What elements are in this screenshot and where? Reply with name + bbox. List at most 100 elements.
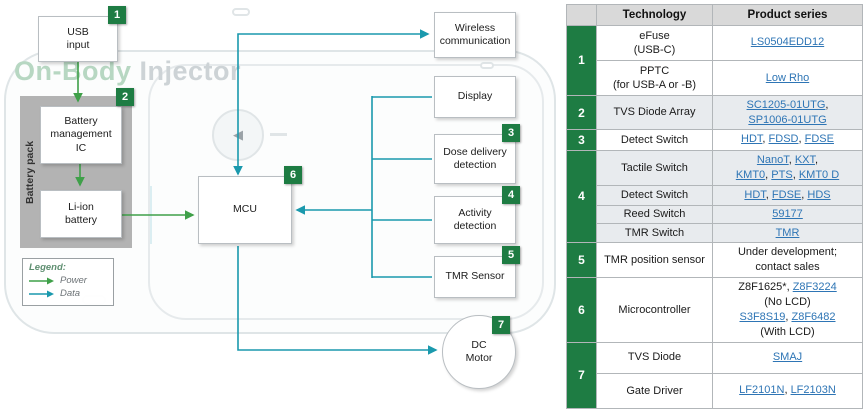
product-link[interactable]: SC1205-01UTG xyxy=(746,98,826,111)
header-product-series: Product series xyxy=(712,4,863,26)
product-text: contact sales xyxy=(755,260,820,273)
product-link[interactable]: TMR xyxy=(775,226,800,239)
block-diagram: ◀ On-Body Injector Battery pack xyxy=(4,6,556,389)
product-link[interactable]: HDT xyxy=(741,133,763,146)
product-link[interactable]: LF2101N xyxy=(739,384,785,397)
tech-cell: PPTC (for USB-A or -B) xyxy=(596,59,713,97)
badge-4: 4 xyxy=(502,186,520,204)
badge-6: 6 xyxy=(284,166,302,184)
product-text: , xyxy=(765,168,772,181)
node-bms-label: Battery management IC xyxy=(50,115,112,154)
node-li-ion-battery: Li-ion battery xyxy=(40,190,122,238)
node-activity-label: Activity detection xyxy=(453,206,497,232)
badge-3: 3 xyxy=(502,124,520,142)
node-wireless-label: Wireless communication xyxy=(439,21,511,47)
group-number-5: 5 xyxy=(566,241,597,279)
product-table-panel: Technology Product series 1 eFuse (USB-C… xyxy=(566,4,863,410)
product-cell: HDT, FDSD, FDSE xyxy=(712,128,863,151)
device-slot xyxy=(232,8,250,16)
product-text: , xyxy=(762,133,769,146)
product-text: Under development; xyxy=(737,246,838,259)
badge-1: 1 xyxy=(108,6,126,24)
tech-cell: TVS Diode xyxy=(596,341,713,374)
tech-cell: TMR Switch xyxy=(596,223,713,243)
node-dose-label: Dose delivery detection xyxy=(443,145,507,171)
node-battery-management-ic: Battery management IC xyxy=(40,106,122,164)
product-link[interactable]: FDSE xyxy=(771,188,802,201)
node-display-label: Display xyxy=(457,90,493,103)
product-cell: Low Rho xyxy=(712,59,863,97)
product-cell: TMR xyxy=(712,223,863,243)
node-mcu: MCU xyxy=(198,176,292,244)
product-link[interactable]: Z8F6482 xyxy=(791,310,836,323)
tech-cell: TVS Diode Array xyxy=(596,95,713,130)
node-activity-detection: Activity detection xyxy=(434,196,516,244)
product-link[interactable]: FDSE xyxy=(804,133,834,146)
product-link[interactable]: Z8F3224 xyxy=(792,281,837,294)
product-text: , xyxy=(785,310,792,323)
product-text: , xyxy=(825,98,829,111)
node-motor-label: DC Motor xyxy=(465,338,493,364)
device-needle xyxy=(150,186,152,244)
product-text: , xyxy=(801,188,808,201)
group-number-4: 4 xyxy=(566,149,597,243)
header-corner xyxy=(566,4,597,26)
tech-cell: Detect Switch xyxy=(596,184,713,206)
product-link[interactable]: PTS xyxy=(771,168,793,181)
node-dose-delivery-detection: Dose delivery detection xyxy=(434,134,516,184)
legend-data-label: Data xyxy=(60,288,81,299)
product-cell: SC1205-01UTG, SP1006-01UTG xyxy=(712,95,863,130)
product-cell: NanoT, KXT,KMT0, PTS, KMT0 D xyxy=(712,149,863,186)
product-cell: LF2101N, LF2103N xyxy=(712,372,863,410)
product-text: Z8F1625*, xyxy=(738,281,793,294)
product-link[interactable]: 59177 xyxy=(772,207,803,220)
product-cell: Z8F1625*, Z8F3224(No LCD) S3F8S19, Z8F648… xyxy=(712,277,863,343)
legend: Legend: Power Data xyxy=(22,258,114,306)
product-link[interactable]: KXT xyxy=(794,153,816,166)
product-link[interactable]: KMT0 xyxy=(735,168,766,181)
battery-pack-label: Battery pack xyxy=(24,140,36,204)
header-technology: Technology xyxy=(596,4,713,26)
tech-cell: Reed Switch xyxy=(596,204,713,225)
product-text: , xyxy=(815,153,819,166)
group-number-6: 6 xyxy=(566,277,597,343)
product-link[interactable]: LF2103N xyxy=(790,384,836,397)
node-usb-input: USB input xyxy=(38,16,118,62)
tech-cell: Tactile Switch xyxy=(596,149,713,186)
product-cell: HDT, FDSE, HDS xyxy=(712,184,863,206)
product-text: (No LCD) xyxy=(764,295,811,308)
group-number-7: 7 xyxy=(566,341,597,410)
power-arrow-icon xyxy=(29,277,54,284)
legend-title: Legend: xyxy=(29,262,66,273)
product-text: (With LCD) xyxy=(760,325,815,338)
product-link[interactable]: HDT xyxy=(744,188,766,201)
product-link[interactable]: KMT0 D xyxy=(798,168,840,181)
tech-cell: TMR position sensor xyxy=(596,241,713,279)
group-number-1: 1 xyxy=(566,24,597,97)
node-wireless-communication: Wireless communication xyxy=(434,12,516,58)
tech-cell: Detect Switch xyxy=(596,128,713,151)
product-link[interactable]: LS0504EDD12 xyxy=(750,36,825,49)
product-text: , xyxy=(788,153,795,166)
product-link[interactable]: SMAJ xyxy=(772,351,803,364)
group-number-2: 2 xyxy=(566,95,597,130)
device-title-rest: Injector xyxy=(131,56,242,86)
node-battery-label: Li-ion battery xyxy=(64,200,98,226)
product-link[interactable]: FDSD xyxy=(768,133,799,146)
product-text: , xyxy=(784,384,791,397)
data-arrow-icon xyxy=(29,290,54,297)
device-button-icon: ◀ xyxy=(212,109,264,161)
product-text: , xyxy=(765,188,772,201)
node-mcu-label: MCU xyxy=(233,203,257,216)
product-link[interactable]: HDS xyxy=(807,188,831,201)
product-link[interactable]: SP1006-01UTG xyxy=(748,113,827,126)
product-cell: SMAJ xyxy=(712,341,863,374)
badge-5: 5 xyxy=(502,246,520,264)
legend-power-label: Power xyxy=(60,275,87,286)
product-link[interactable]: Low Rho xyxy=(765,71,810,84)
device-dash xyxy=(270,133,287,136)
node-usb-input-label: USB input xyxy=(66,25,90,51)
product-link[interactable]: S3F8S19 xyxy=(739,310,786,323)
product-link[interactable]: NanoT xyxy=(756,153,789,166)
